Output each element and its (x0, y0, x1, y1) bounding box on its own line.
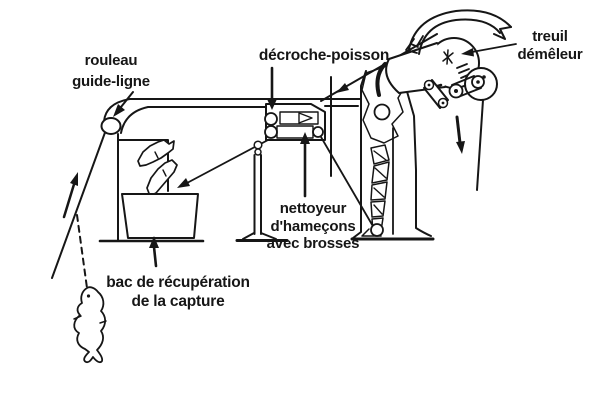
feed-down-arrow (455, 115, 465, 154)
leader-decroche-arrow (267, 66, 277, 110)
leader-bac-arrow (149, 236, 159, 268)
leader-nettoyeur-arrow (300, 132, 310, 198)
label-treuil-demeleur: treuil démêleur (517, 28, 583, 63)
leader-treuil-arrow (461, 43, 517, 57)
column-support-drawing (235, 140, 289, 242)
falling-fish-drawing (137, 139, 178, 197)
label-bac-recuperation: bac de récupération de la capture (106, 274, 250, 310)
guide-roller-drawing (100, 117, 122, 135)
hanging-fish-drawing (73, 286, 107, 364)
line-up-arrow (62, 172, 78, 219)
label-rouleau-guide-ligne: rouleau guide-ligne (72, 52, 150, 90)
pedestal-drawing (350, 61, 435, 241)
fish-remover-drawing (264, 103, 326, 141)
rotation-arrow (405, 9, 512, 55)
label-nettoyeur-hamecons: nettoyeur d'hameçons avec brosses (266, 200, 360, 252)
fishing-line-drawing (51, 126, 108, 289)
hook-cleaner-strut-drawing (320, 136, 384, 237)
winch-drawing (385, 37, 498, 109)
catch-box-drawing (98, 193, 205, 243)
winch-support-line (476, 99, 484, 191)
label-decroche-poisson: décroche-poisson (258, 47, 390, 64)
leader-rouleau-arrow (113, 91, 134, 117)
